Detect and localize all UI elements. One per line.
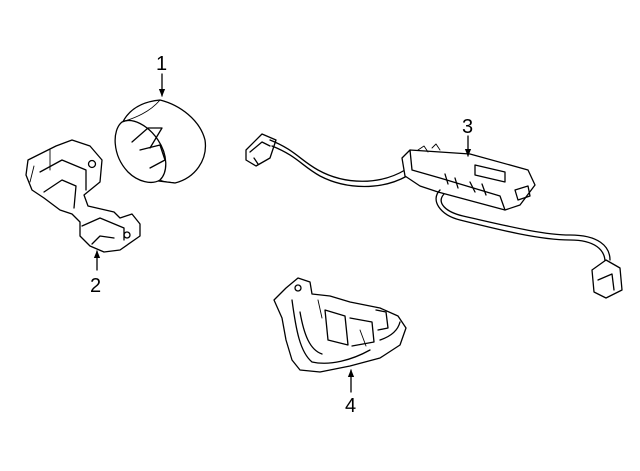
part-3-module — [245, 133, 623, 299]
callout-3-number: 3 — [462, 116, 473, 138]
callout-4-number: 4 — [345, 395, 356, 417]
part-1-cover — [114, 99, 207, 184]
callout-1-number: 1 — [156, 53, 167, 75]
part-2-bracket — [25, 139, 141, 253]
part-4-switch — [273, 277, 407, 373]
callout-2-number: 2 — [90, 275, 101, 297]
